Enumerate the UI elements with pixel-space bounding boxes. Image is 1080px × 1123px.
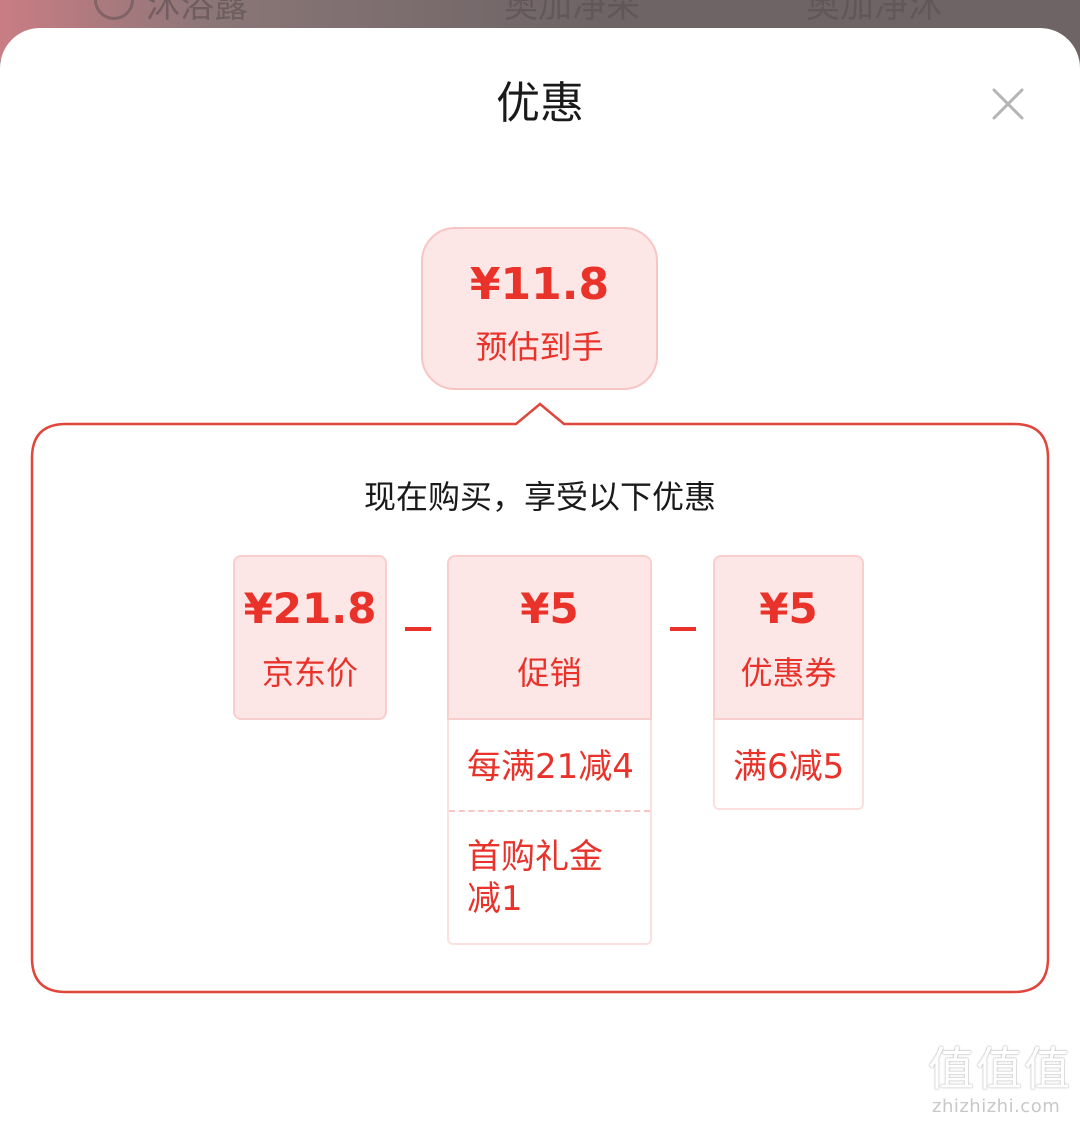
coupon-label: 优惠券 <box>740 654 837 692</box>
coupon-list: 满6减5 <box>713 720 864 810</box>
final-price-bubble: ¥11.8 预估到手 <box>421 227 658 390</box>
coupon-amount: ¥5 <box>759 584 818 633</box>
promotion-amount: ¥5 <box>520 584 579 633</box>
background-tab-1: 沐浴露 <box>146 0 248 26</box>
jd-price-amount: ¥21.8 <box>243 584 377 633</box>
promotion-list: 每满21减4 首购礼金减1 <box>447 720 652 945</box>
minus-sign <box>405 627 431 631</box>
discount-sheet: 优惠 ¥11.8 预估到手 现在购买，享受以下优惠 ¥21.8 京东价 ¥5 促… <box>0 28 1080 1123</box>
final-price: ¥11.8 <box>469 259 610 310</box>
minus-sign <box>670 627 696 631</box>
promotion-cell: ¥5 促销 <box>447 555 652 720</box>
dashed-divider <box>449 810 650 812</box>
list-item: 首购礼金减1 <box>467 837 603 919</box>
list-item: 每满21减4 <box>467 747 634 787</box>
site-watermark: 值值值 zhizhizhi.com <box>928 1040 1074 1120</box>
watermark-logo: 值值值 <box>928 1042 1072 1096</box>
watermark-domain: zhizhizhi.com <box>932 1096 1061 1117</box>
coupon-cell: ¥5 优惠券 <box>713 555 864 720</box>
search-icon <box>94 0 134 20</box>
list-item: 满6减5 <box>733 747 845 787</box>
close-icon[interactable] <box>984 80 1032 128</box>
sheet-title: 优惠 <box>496 78 584 129</box>
jd-price-cell: ¥21.8 京东价 <box>233 555 387 720</box>
background-tab-2: 奥加净采 <box>504 0 640 26</box>
jd-price-label: 京东价 <box>261 654 358 692</box>
final-price-label: 预估到手 <box>475 328 604 366</box>
background-tab-3: 奥加净沐 <box>806 0 942 26</box>
discount-heading: 现在购买，享受以下优惠 <box>363 478 716 516</box>
promotion-label: 促销 <box>517 654 582 692</box>
